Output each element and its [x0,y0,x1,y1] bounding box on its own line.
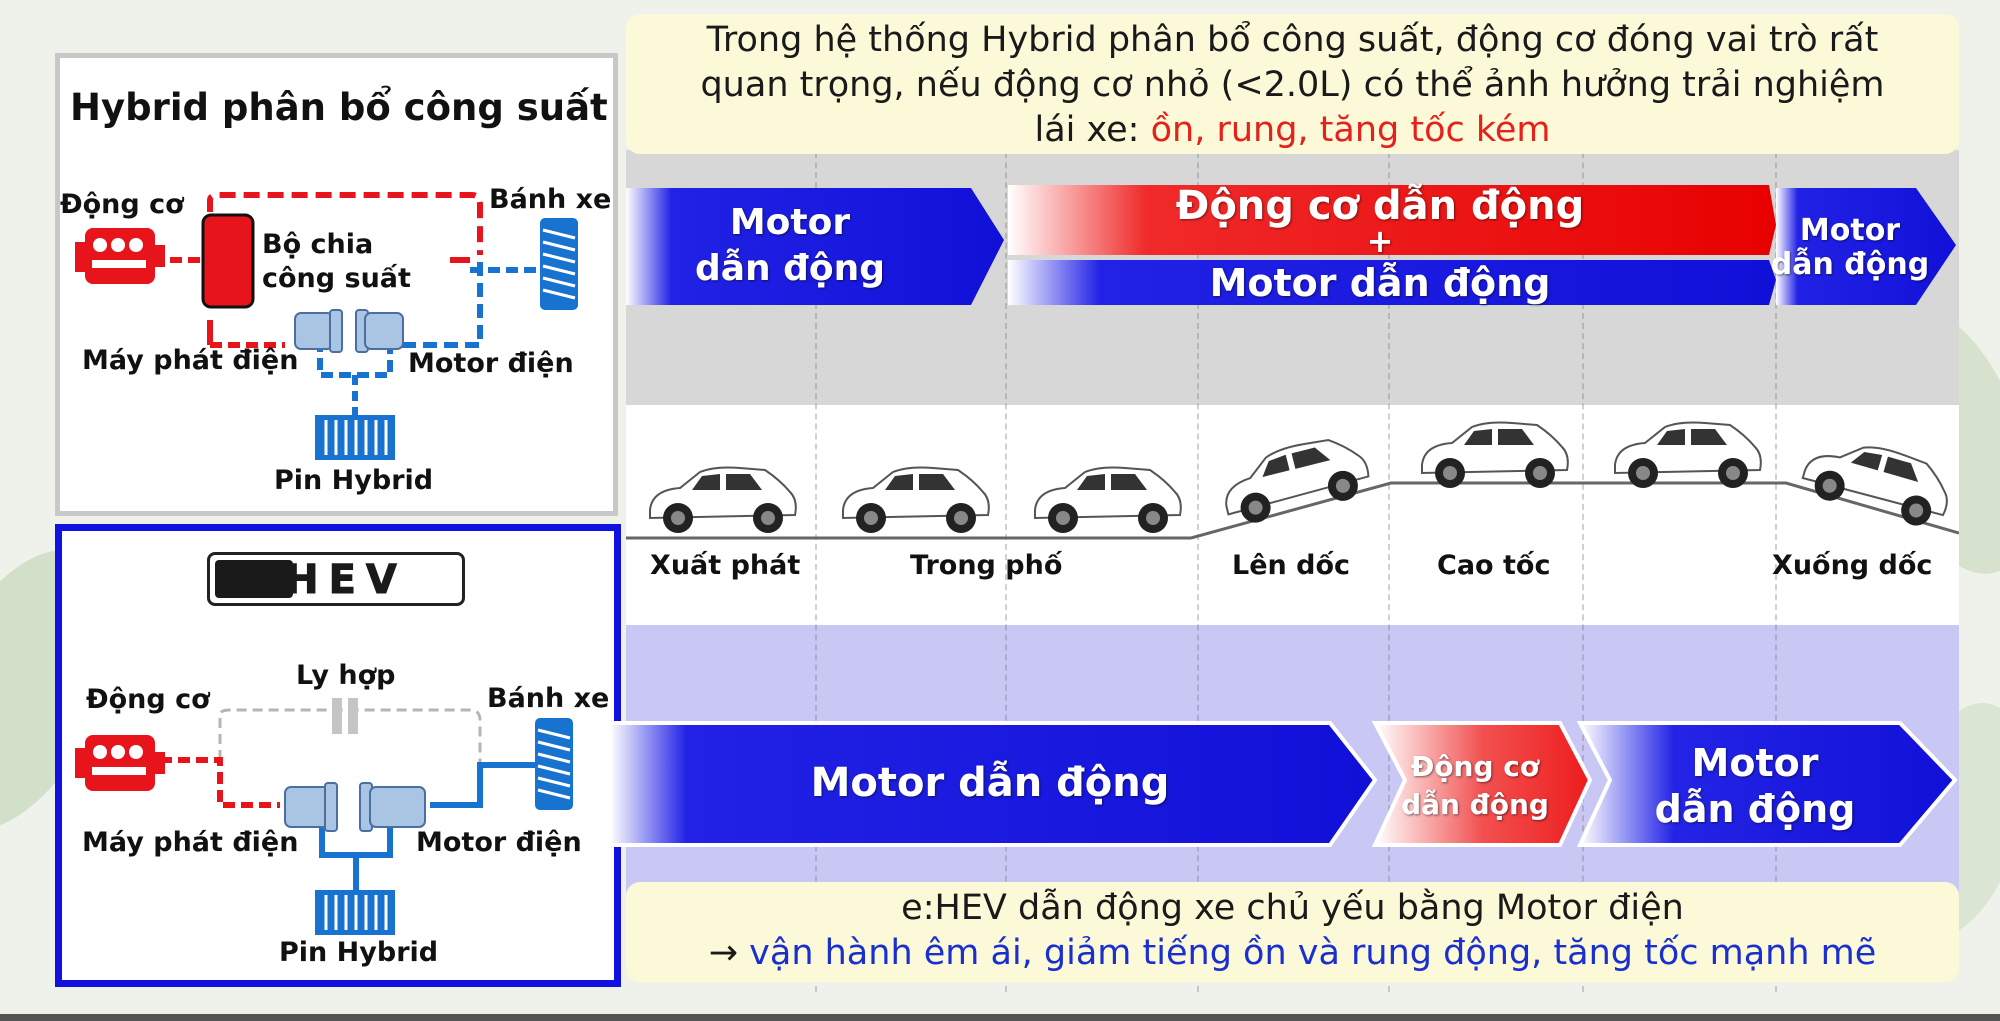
motor-final-arrow [1576,721,1958,847]
splitter-label: Bộ chia công suất [262,229,411,294]
generator-icon [294,309,343,353]
car-icon [1421,421,1569,488]
scenario-highway: Cao tốc [1437,550,1551,581]
battery-label: Pin Hybrid [279,937,439,968]
top-note-line1: Trong hệ thống Hybrid phân bổ công suất,… [706,20,1879,60]
ehev-logo-text: e:HEV [222,557,407,604]
clutch-label: Ly hợp [296,660,396,691]
scenario-uphill: Lên dốc [1232,550,1351,581]
car-icon [1614,421,1762,488]
motor-main-text: Motor dẫn động [810,760,1170,806]
top-drive-arrows [626,185,1956,305]
top-note-line3-prefix: lái xe: [1034,110,1151,150]
engine-drive-arrow [1008,185,1776,255]
power-split-title: Hybrid phân bổ công suất [70,86,608,129]
bottom-note-line1: e:HEV dẫn động xe chủ yếu bằng Motor điệ… [901,888,1684,928]
engine-drive-small-arrow [1371,721,1593,847]
engine-icon [75,228,165,284]
engine-drive-text: Động cơ dẫn động [1175,183,1585,229]
column-divider [1197,92,1199,992]
top-note-highlight: ồn, rung, tăng tốc kém [1150,110,1551,150]
electric-motor-icon [359,782,426,832]
motor-main-arrow [608,721,1378,847]
motor-combined-arrow [1008,260,1776,305]
motor-end-text: Motor dẫn động [1770,213,1930,282]
wheels-label: Bánh xe [489,184,612,215]
engine-icon [75,735,165,791]
motor-combined-text: Motor dẫn động [1209,261,1551,305]
scenario-city: Trong phố [910,550,1063,581]
column-divider [1775,92,1777,992]
wheel-icon [535,718,573,810]
battery-icon [315,890,395,935]
motor-label: Motor điện [408,348,574,379]
engine-label: Động cơ [60,189,184,220]
motor-end-arrow [1776,188,1956,305]
road-profile [626,481,1959,540]
column-divider [815,92,817,992]
ehev-diagram [75,698,573,935]
battery-label: Pin Hybrid [274,465,434,496]
scenario-downhill: Xuống dốc [1772,550,1933,581]
power-split-diagram [75,192,578,460]
column-divider [1388,92,1390,992]
ehev-logo: e:HEV [207,552,465,606]
generator-icon [284,782,338,832]
motor-label: Motor điện [416,827,582,858]
motor-start-text: Motor dẫn động [694,202,886,289]
generator-label: Máy phát điện [82,827,299,858]
arrow-icon: → [708,933,750,973]
motor-final-text: Motor dẫn động [1654,741,1856,831]
car-icon [842,466,990,533]
bottom-strip [0,1014,2000,1021]
wheel-icon [540,218,578,310]
car-icon [649,466,797,533]
column-divider [1005,92,1007,992]
electric-motor-icon [355,309,404,353]
battery-icon [315,415,395,460]
plus-sign: + [1366,222,1394,260]
bottom-note-highlight: vận hành êm ái, giảm tiếng ồn và rung độ… [749,933,1877,973]
car-icon [1225,438,1370,523]
wheels-label: Bánh xe [487,683,610,714]
top-note: Trong hệ thống Hybrid phân bổ công suất,… [626,14,1959,154]
car-icon [1801,446,1948,526]
scenario-start: Xuất phát [650,550,801,581]
engine-label: Động cơ [86,684,210,715]
bottom-drive-arrows [608,721,1958,847]
column-divider [1582,92,1584,992]
engine-drive-small-text: Động cơ dẫn động [1401,750,1549,821]
generator-label: Máy phát điện [82,345,299,376]
bottom-note: e:HEV dẫn động xe chủ yếu bằng Motor điệ… [626,882,1959,982]
top-note-line2: quan trọng, nếu động cơ nhỏ (<2.0L) có t… [700,65,1885,105]
car-icon [1034,466,1182,533]
motor-drive-arrow [626,188,1004,305]
